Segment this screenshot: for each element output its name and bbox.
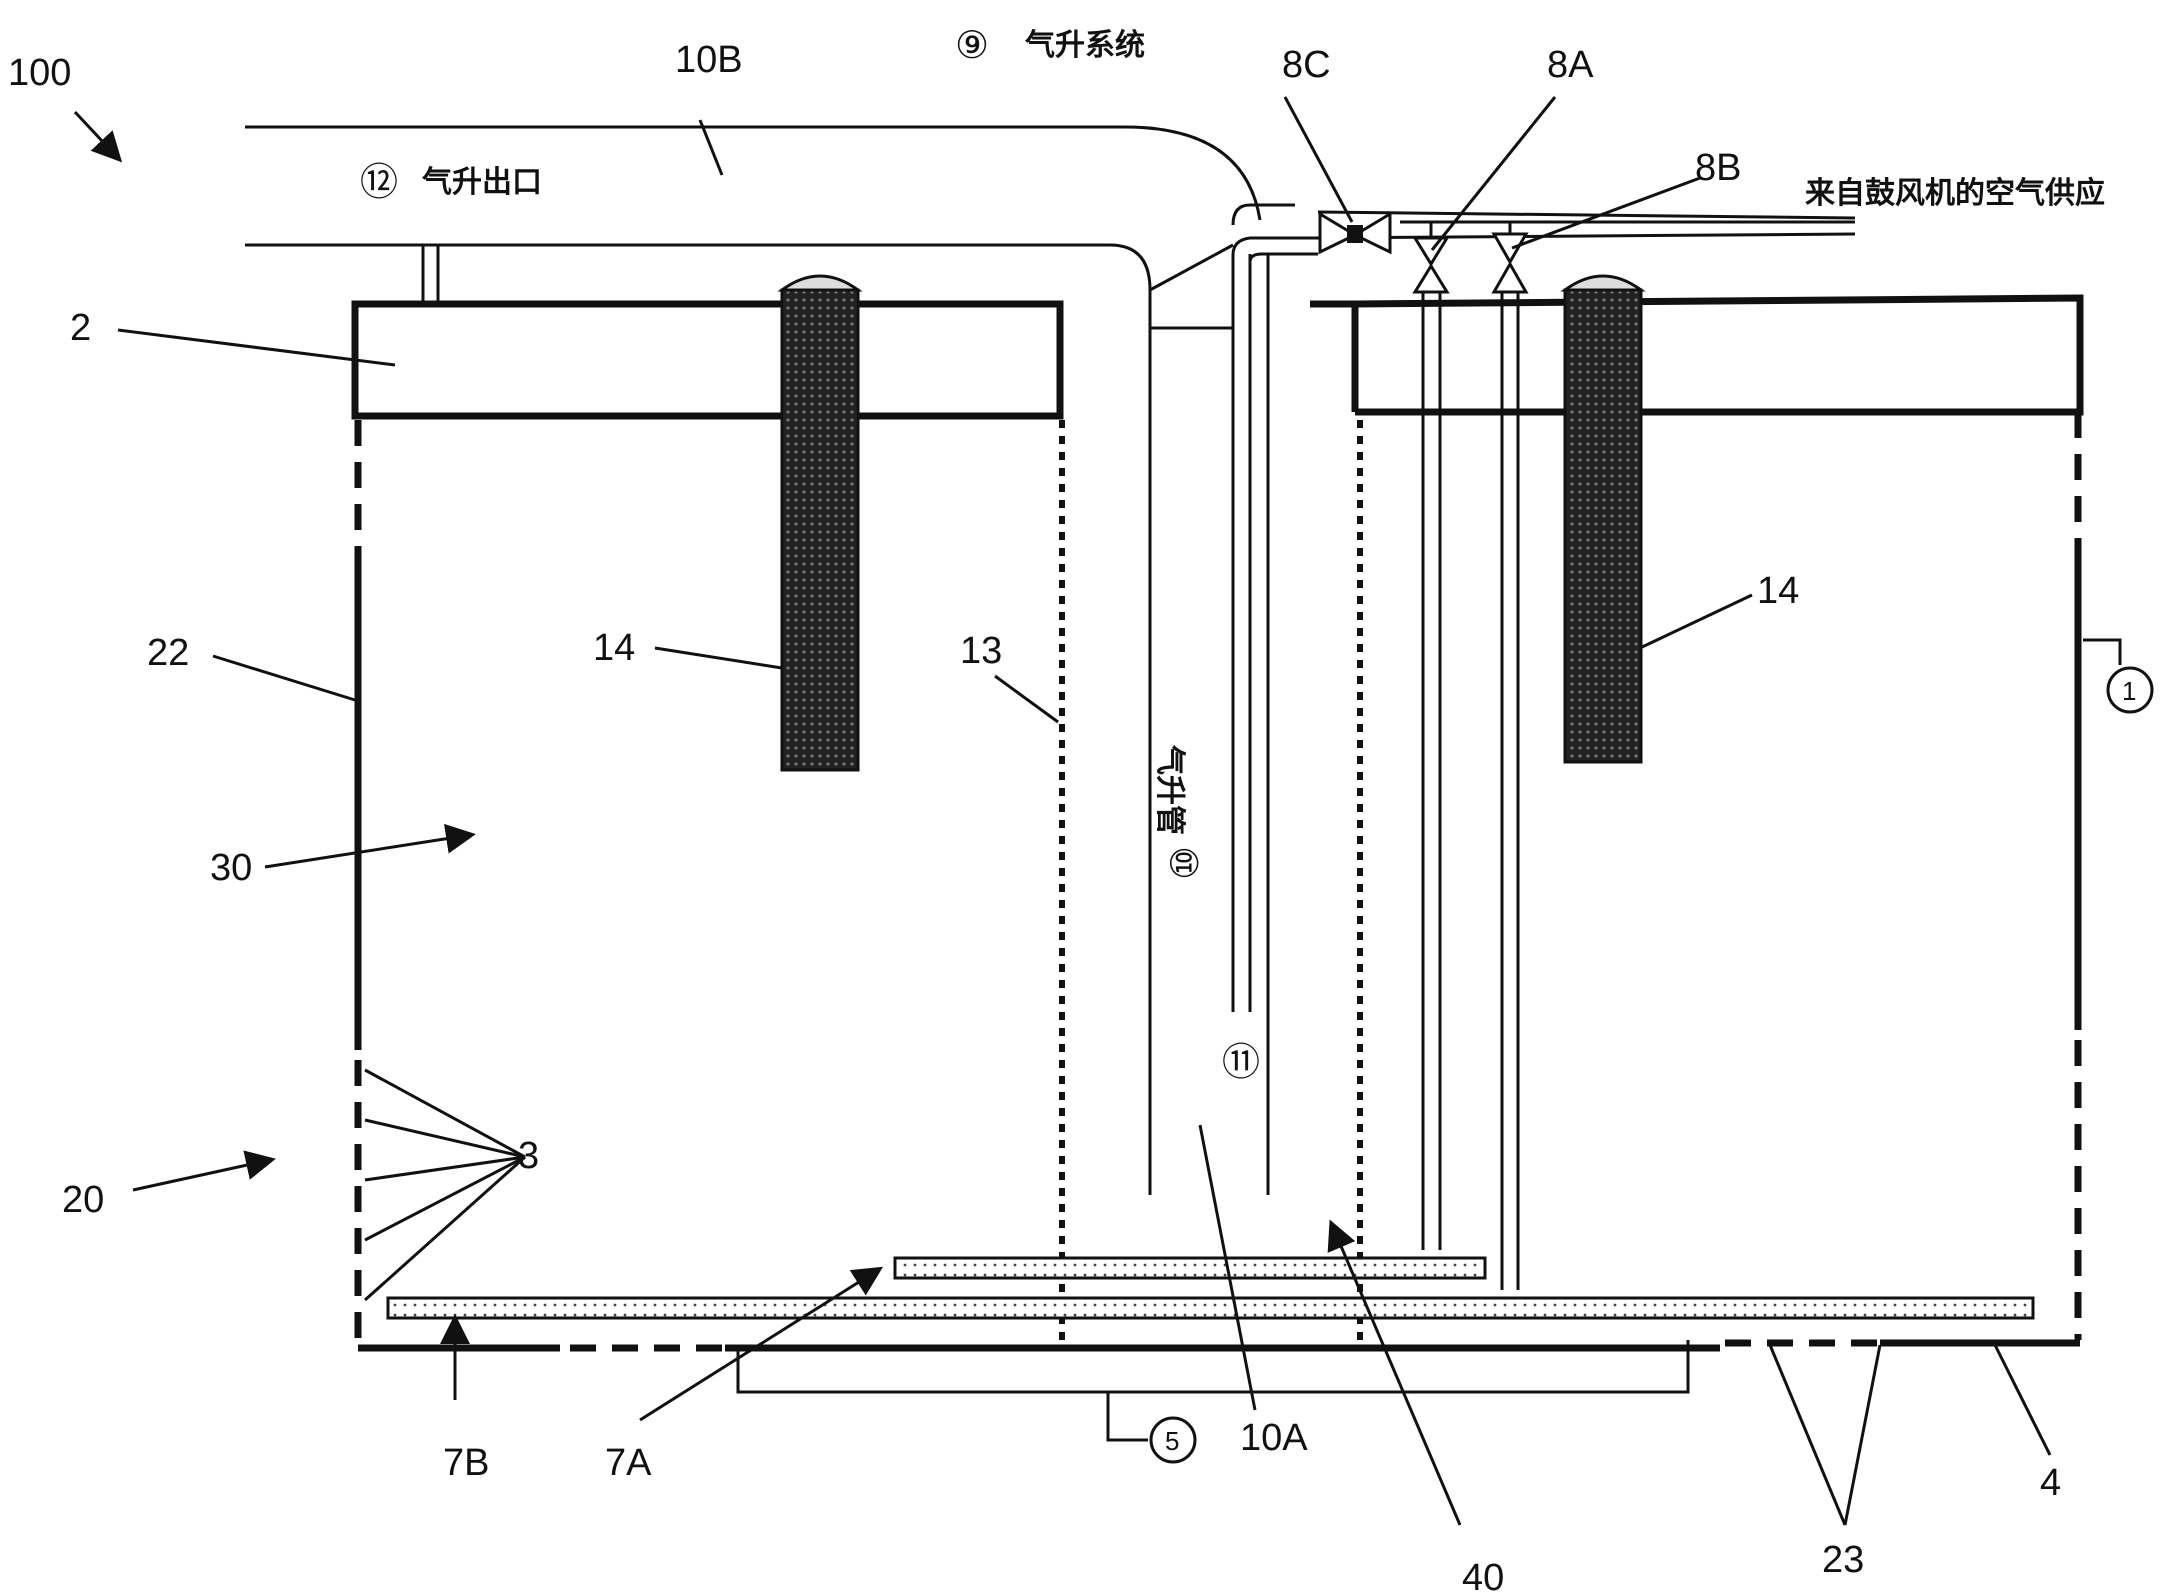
label-1-circle: [2106, 666, 2154, 714]
label-2: 2: [70, 307, 91, 349]
label-airlift-system: 气升系统: [1025, 28, 1145, 63]
media-column-left: [777, 274, 863, 772]
label-8c: 8C: [1282, 44, 1331, 86]
valve-8a: [1412, 222, 1450, 1250]
label-3: 3: [518, 1135, 539, 1177]
label-100: 100: [8, 52, 71, 94]
label-5-circle: [1149, 1416, 1197, 1464]
label-5: 5: [1165, 1426, 1179, 1456]
label-14-left: 14: [593, 627, 635, 669]
label-8b: 8B: [1695, 147, 1741, 189]
label-airlift-outlet: 气升出口: [422, 165, 542, 200]
media-column-right: [1560, 274, 1646, 764]
separating-screens: [1059, 420, 1363, 1348]
label-40: 40: [1462, 1557, 1504, 1595]
label-10: ⑩: [1165, 846, 1207, 880]
label-14-right: 14: [1757, 570, 1799, 612]
label-10a: 10A: [1240, 1417, 1308, 1459]
sludge-hopper: [736, 1340, 1690, 1442]
label-22: 22: [147, 632, 189, 674]
air-supply-line: [1231, 203, 1318, 1012]
left-tank-top-box: [351, 300, 1064, 420]
leader-lines: [73, 96, 2122, 1526]
tank-bottom: [358, 1339, 2080, 1352]
label-30: 30: [210, 847, 252, 889]
label-13: 13: [960, 630, 1002, 672]
label-air-supply: 来自鼓风机的空气供应: [1805, 176, 2105, 211]
airlift-outlet-pipe: [245, 125, 1262, 1195]
air-header: [1317, 210, 1856, 240]
label-9: ⑨: [955, 25, 989, 67]
label-4: 4: [2040, 1462, 2061, 1504]
valve-8b: [1491, 222, 1529, 1290]
label-10b: 10B: [675, 39, 743, 81]
label-8a: 8A: [1547, 44, 1594, 86]
valve-8c: [1318, 211, 1392, 255]
label-7b: 7B: [443, 1442, 489, 1484]
airlift-tube: [1149, 243, 1270, 1195]
label-11: ⑪: [1222, 1042, 1260, 1084]
label-1: 1: [2122, 676, 2136, 706]
label-20: 20: [62, 1179, 104, 1221]
diffuser-7a: [893, 1256, 1487, 1280]
label-airlift-tube: 气升管: [1152, 745, 1187, 835]
diffuser-7b: [386, 1296, 2035, 1320]
right-tank-top-box: [1310, 294, 2084, 416]
label-7a: 7A: [605, 1442, 652, 1484]
label-23: 23: [1822, 1539, 1864, 1581]
label-12: ⑫: [360, 162, 398, 204]
